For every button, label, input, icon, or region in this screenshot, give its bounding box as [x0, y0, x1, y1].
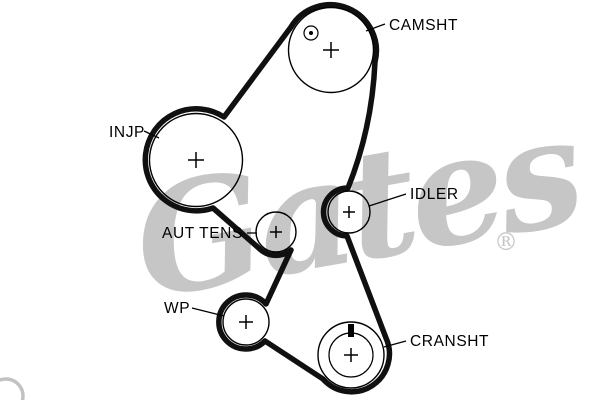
timing-belt	[142, 2, 393, 395]
water-pump-label: WP	[164, 300, 190, 317]
injection-pump-label: INJP	[109, 124, 145, 141]
idler-center-mark	[343, 206, 355, 218]
camshaft-label: CAMSHT	[389, 17, 458, 34]
auto-tensioner-label: AUT TENS	[162, 225, 243, 242]
water-pump-pulley	[222, 298, 270, 346]
camshaft-bolt-dot	[309, 31, 313, 35]
crankshaft-label: CRANSHT	[410, 333, 489, 350]
crankshaft-sprocket	[317, 321, 385, 389]
crankshaft-leader-line	[383, 340, 407, 348]
camshaft-leader-line	[365, 23, 386, 32]
brand-watermark: Gates ®	[0, 82, 594, 400]
auto-tensioner-center-mark	[270, 226, 282, 238]
crankshaft-timing-mark	[348, 324, 354, 337]
injection-pump-pulley-circle	[148, 112, 244, 208]
camshaft-sprocket	[287, 6, 375, 94]
registered-trademark-symbol: ®	[494, 228, 518, 256]
crankshaft-outer-circle	[317, 321, 385, 389]
brand-watermark-text: Gates	[122, 82, 594, 333]
camshaft-bolt-circle	[303, 25, 319, 41]
camshaft-pulley-circle	[287, 6, 375, 94]
injection-pump-leader-line	[143, 130, 160, 139]
idler-pulley	[327, 190, 371, 234]
crankshaft-center-mark	[344, 348, 358, 362]
auto-tensioner-circle	[255, 211, 297, 253]
injection-pump-sprocket	[148, 112, 244, 208]
water-pump-center-mark	[239, 315, 253, 329]
idler-pulley-circle	[327, 190, 371, 234]
water-pump-circle	[222, 298, 270, 346]
watermark-corner-arc	[0, 377, 25, 400]
auto-tensioner-pulley	[255, 211, 297, 253]
camshaft-center-mark	[323, 42, 339, 58]
idler-leader-line	[368, 193, 407, 207]
idler-label: IDLER	[410, 186, 459, 203]
injection-pump-center-mark	[188, 152, 204, 168]
water-pump-leader-line	[191, 307, 225, 317]
